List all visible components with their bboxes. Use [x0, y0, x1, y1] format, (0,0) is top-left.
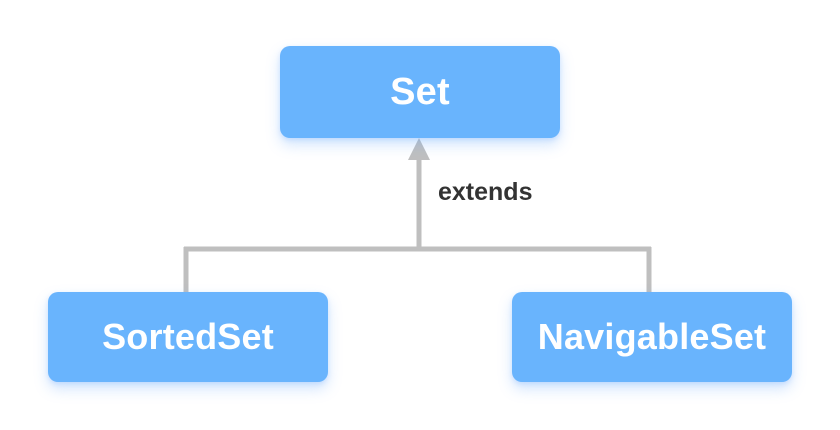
- node-sortedset-label: SortedSet: [102, 316, 274, 357]
- node-sortedset[interactable]: SortedSet: [48, 292, 328, 382]
- node-navigableset-label: NavigableSet: [537, 316, 767, 357]
- extends-arrowhead-icon: [408, 138, 430, 160]
- node-set-label: Set: [390, 71, 450, 113]
- node-set[interactable]: Set: [280, 46, 560, 138]
- edge-label-extends: extends: [438, 178, 533, 206]
- node-navigableset[interactable]: NavigableSet: [512, 292, 792, 382]
